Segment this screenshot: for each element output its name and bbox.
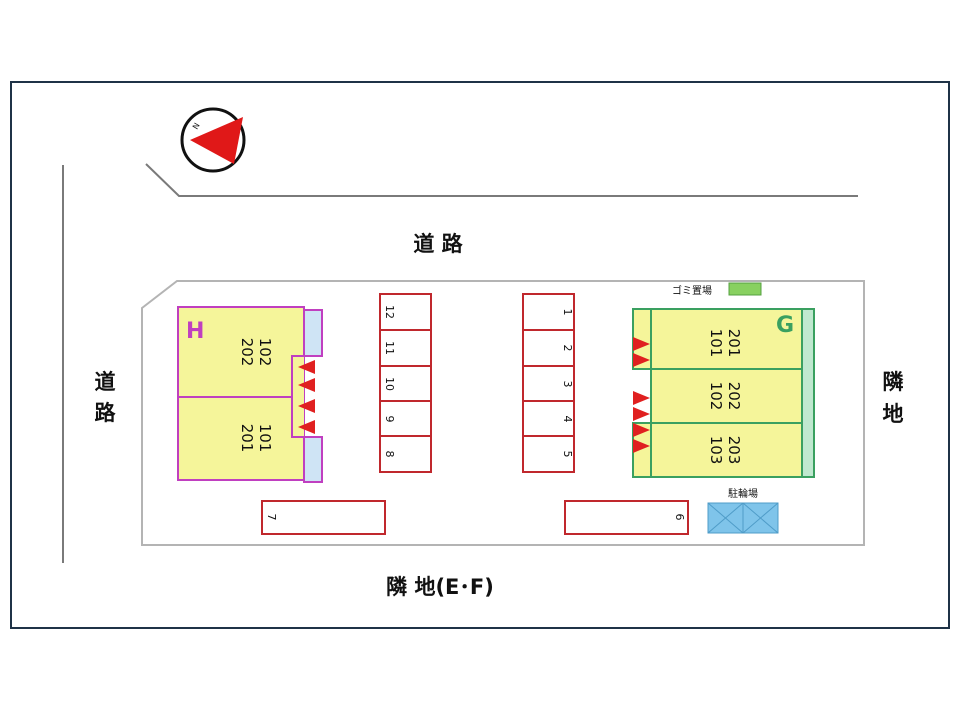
building-g-unit-102: 102 xyxy=(707,382,725,411)
building-g-unit-202: 202 xyxy=(725,382,743,411)
parking-space-1: 1 xyxy=(561,309,574,316)
parking-space-8: 8 xyxy=(383,451,396,458)
road-left-label-1: 道 xyxy=(95,370,116,394)
building-h: H 202 102 201 101 xyxy=(177,306,323,483)
parking-space-bottom-left: 7 xyxy=(261,500,386,535)
neighbor-right-label-2: 地 xyxy=(883,402,904,426)
svg-text:N: N xyxy=(191,121,202,131)
garbage-label: ゴミ置場 xyxy=(672,284,712,297)
parking-space-4: 4 xyxy=(561,416,574,423)
entrance-arrow-icon xyxy=(298,420,315,434)
bicycle-area xyxy=(707,502,779,534)
building-h-letter: H xyxy=(186,319,204,344)
building-g-letter: G xyxy=(776,313,794,338)
parking-space-10: 10 xyxy=(383,377,396,391)
road-top-line xyxy=(145,163,858,197)
entrance-arrow-icon xyxy=(633,423,650,437)
building-g: G 201 101 202 102 203 103 xyxy=(632,308,815,478)
entrance-arrow-icon xyxy=(633,407,650,421)
building-g-unit-201: 201 xyxy=(725,329,743,358)
building-h-unit-201: 201 xyxy=(238,424,256,453)
parking-space-3: 3 xyxy=(561,381,574,388)
neighbor-bottom-label: 隣 地(E･F) xyxy=(386,575,494,599)
road-left-label-2: 路 xyxy=(95,401,117,425)
parking-column-right: 1 2 3 4 5 xyxy=(522,293,575,473)
neighbor-right-label-1: 隣 xyxy=(883,370,904,394)
entrance-arrow-icon xyxy=(298,399,315,413)
building-h-unit-102: 102 xyxy=(256,338,274,367)
parking-space-2: 2 xyxy=(561,345,574,352)
building-g-unit-103: 103 xyxy=(707,436,725,465)
entrance-arrow-icon xyxy=(633,337,650,351)
entrance-arrow-icon xyxy=(633,439,650,453)
bicycle-label: 駐輪場 xyxy=(728,487,758,500)
building-h-stair-bottom xyxy=(303,436,323,483)
building-g-balcony xyxy=(801,308,815,478)
parking-space-11: 11 xyxy=(383,341,396,355)
garbage-area xyxy=(728,282,762,296)
lot-boundary xyxy=(141,280,865,546)
entrance-arrow-icon xyxy=(298,378,315,392)
building-g-unit-101: 101 xyxy=(707,329,725,358)
parking-space-bottom-right: 6 xyxy=(564,500,689,535)
road-top-label: 道 路 xyxy=(413,232,463,256)
parking-space-7: 7 xyxy=(265,514,278,521)
building-h-stair-top xyxy=(303,309,323,357)
entrance-arrow-icon xyxy=(633,391,650,405)
entrance-arrow-icon xyxy=(633,353,650,367)
building-h-unit-101: 101 xyxy=(256,424,274,453)
building-g-unit-203: 203 xyxy=(725,436,743,465)
parking-space-9: 9 xyxy=(383,416,396,423)
building-h-unit-202: 202 xyxy=(238,338,256,367)
parking-column-left: 12 11 10 9 8 xyxy=(379,293,432,473)
parking-space-6: 6 xyxy=(673,514,686,521)
compass-icon: N xyxy=(180,107,246,173)
parking-space-12: 12 xyxy=(383,305,396,319)
parking-space-5: 5 xyxy=(561,451,574,458)
entrance-arrow-icon xyxy=(298,360,315,374)
